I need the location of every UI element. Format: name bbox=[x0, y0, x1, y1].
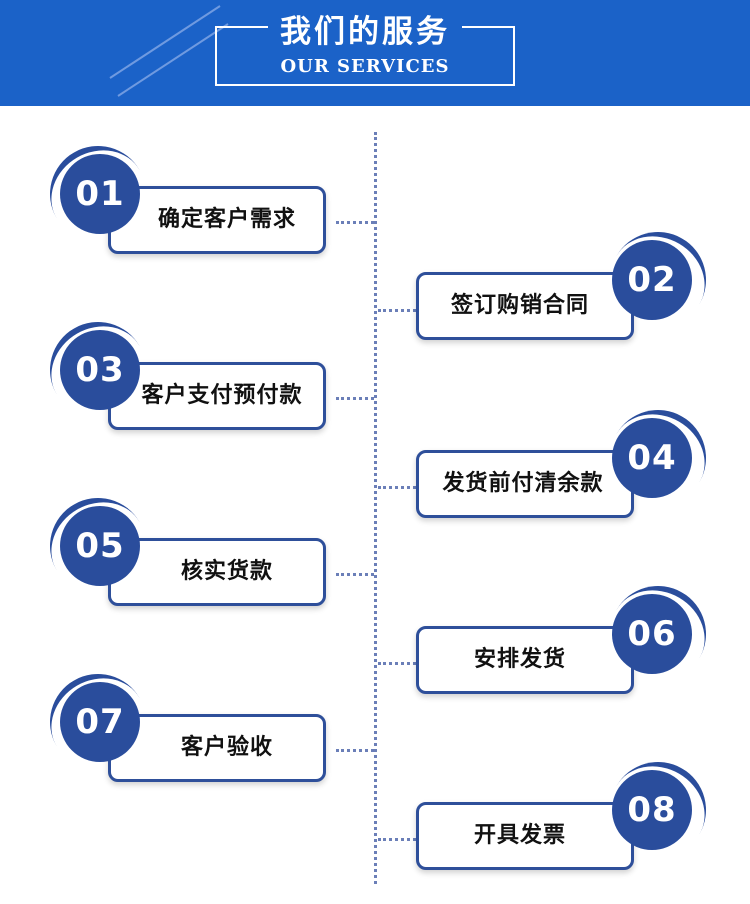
step-label: 开具发票 bbox=[473, 823, 566, 848]
connector-03 bbox=[336, 397, 374, 400]
step-05: 05 核实货款 bbox=[32, 480, 340, 612]
header-banner: 我们的服务 OUR SERVICES bbox=[0, 0, 750, 106]
step-number-badge: 02 bbox=[612, 240, 692, 320]
step-01: 01 确定客户需求 bbox=[32, 128, 340, 260]
connector-07 bbox=[336, 749, 374, 752]
step-card bbox=[108, 186, 326, 254]
step-label: 发货前付清余款 bbox=[442, 471, 604, 496]
step-label: 确定客户需求 bbox=[157, 207, 296, 232]
step-07: 07 客户验收 bbox=[32, 656, 340, 788]
step-card bbox=[108, 362, 326, 430]
step-number-badge: 08 bbox=[612, 770, 692, 850]
step-02: 02 签订购销合同 bbox=[416, 214, 724, 346]
timeline-vertical-line bbox=[374, 132, 377, 884]
connector-04 bbox=[378, 486, 416, 489]
step-number-badge: 04 bbox=[612, 418, 692, 498]
step-number-badge: 06 bbox=[612, 594, 692, 674]
step-card bbox=[416, 626, 634, 694]
step-number-badge: 03 bbox=[60, 330, 140, 410]
step-label: 客户验收 bbox=[180, 735, 273, 760]
step-label: 客户支付预付款 bbox=[141, 383, 303, 408]
step-label: 核实货款 bbox=[180, 559, 273, 584]
connector-02 bbox=[378, 309, 416, 312]
step-card bbox=[416, 272, 634, 340]
step-number-badge: 01 bbox=[60, 154, 140, 234]
step-card bbox=[108, 538, 326, 606]
step-04: 04 发货前付清余款 bbox=[416, 392, 724, 524]
decorative-lines bbox=[109, 5, 229, 97]
page-title: 我们的服务 bbox=[215, 6, 515, 51]
connector-05 bbox=[336, 573, 374, 576]
step-number-badge: 05 bbox=[60, 506, 140, 586]
step-label: 安排发货 bbox=[473, 647, 566, 672]
step-03: 03 客户支付预付款 bbox=[32, 304, 340, 436]
step-06: 06 安排发货 bbox=[416, 568, 724, 700]
page-subtitle: OUR SERVICES bbox=[280, 56, 450, 77]
step-card bbox=[108, 714, 326, 782]
step-number-badge: 07 bbox=[60, 682, 140, 762]
connector-06 bbox=[378, 662, 416, 665]
step-08: 08 开具发票 bbox=[416, 744, 724, 876]
step-label: 签订购销合同 bbox=[450, 293, 589, 318]
connector-08 bbox=[378, 838, 416, 841]
connector-01 bbox=[336, 221, 374, 224]
